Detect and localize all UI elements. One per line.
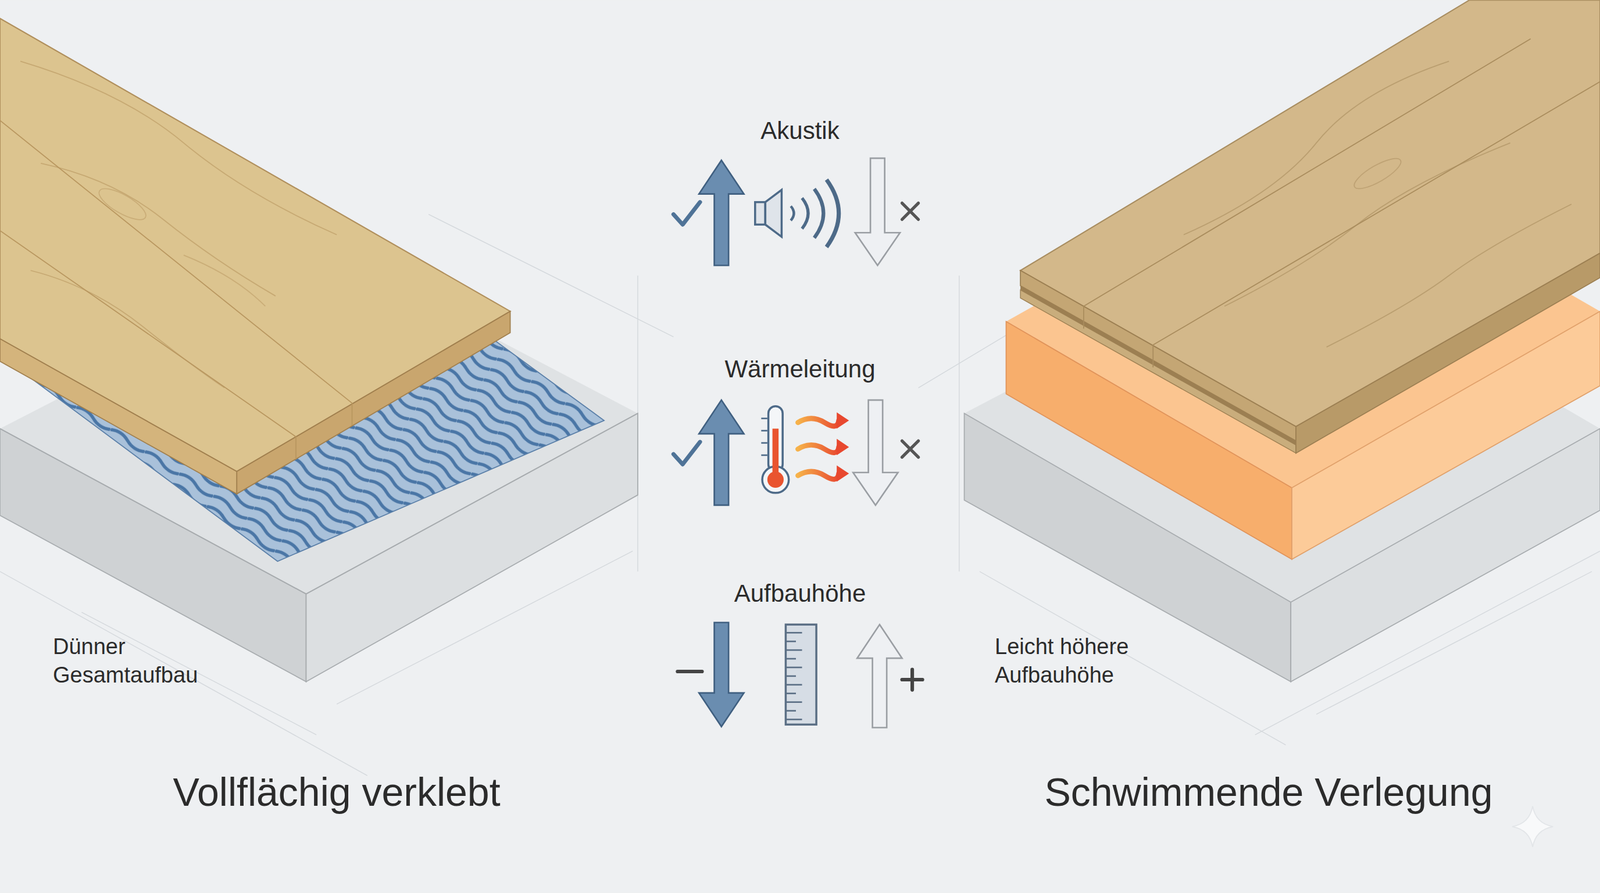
- ruler-tick: [785, 666, 802, 669]
- criterion-label: Wärmeleitung: [625, 353, 975, 386]
- ruler-tick: [785, 658, 796, 660]
- ruler-tick: [785, 718, 802, 721]
- method-title: Vollflächig verklebt: [45, 766, 628, 818]
- ruler-tick: [785, 701, 802, 703]
- ruler-tick: [785, 683, 802, 686]
- comparison-icons: [673, 158, 923, 728]
- criterion-label: Akustik: [625, 115, 975, 148]
- method-title: Schwimmende Verlegung: [977, 766, 1560, 818]
- ruler-tick: [785, 631, 802, 634]
- ruler-tick: [785, 675, 796, 678]
- ruler-tick: [785, 692, 796, 695]
- note-label: Leicht höhere Aufbauhöhe: [994, 632, 1210, 691]
- ruler-tick: [785, 649, 802, 652]
- note-label: Dünner Gesamtaufbau: [52, 632, 239, 691]
- ruler-tick: [785, 709, 796, 712]
- criterion-label: Aufbauhöhe: [625, 577, 975, 610]
- floating-floor-section: [964, 0, 1600, 682]
- glued-floor-section: [0, 18, 638, 682]
- ruler-tick: [785, 640, 796, 643]
- sparkle-mark: [1512, 806, 1553, 848]
